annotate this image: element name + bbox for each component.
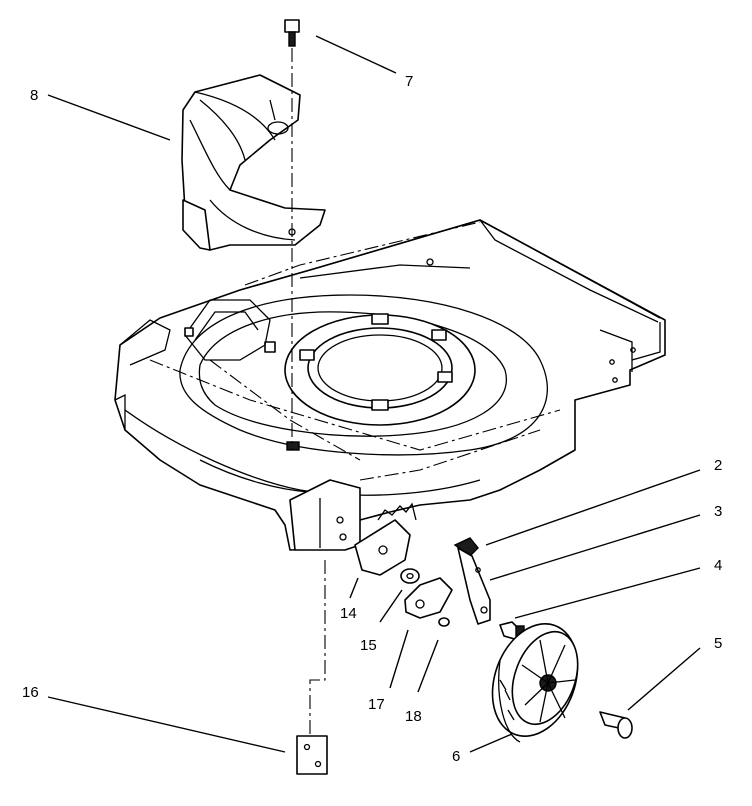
screw-part-7 xyxy=(284,19,300,47)
callout-6: 6 xyxy=(452,748,460,765)
callout-17: 17 xyxy=(368,696,385,713)
callout-7: 7 xyxy=(405,73,413,90)
callout-14: 14 xyxy=(340,605,357,622)
wheel-part-6 xyxy=(491,623,579,743)
callouts: 7 8 2 3 4 5 6 14 15 17 18 16 xyxy=(22,35,722,765)
adjuster-guide-part-16 xyxy=(296,560,328,775)
callout-4: 4 xyxy=(714,557,722,574)
mower-deck-housing xyxy=(114,219,666,551)
axle-arm-part xyxy=(453,537,491,625)
callout-2: 2 xyxy=(714,457,722,474)
callout-8: 8 xyxy=(30,87,38,104)
callout-5: 5 xyxy=(714,635,722,652)
callout-16: 16 xyxy=(22,684,39,701)
callout-15: 15 xyxy=(360,637,377,654)
bracket-plate-part xyxy=(404,577,453,619)
axle-bolt-part-5 xyxy=(599,711,633,739)
callout-18: 18 xyxy=(405,708,422,725)
washer-part-18 xyxy=(438,617,450,627)
washer-part-15 xyxy=(400,568,420,584)
discharge-deflector-part xyxy=(181,74,326,251)
callout-3: 3 xyxy=(714,503,722,520)
height-adjuster-plate-part xyxy=(354,502,417,576)
